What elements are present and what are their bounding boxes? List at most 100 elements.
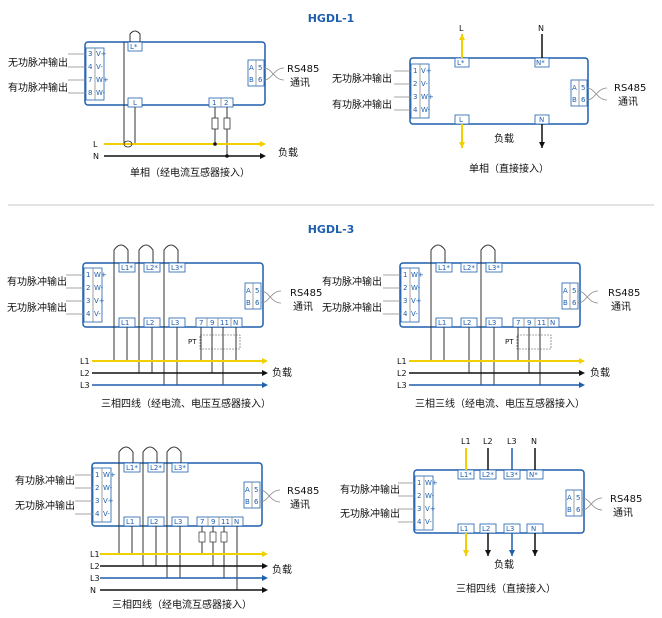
comm-label: 通讯 bbox=[290, 499, 310, 511]
terminal-label: N* bbox=[529, 471, 538, 479]
terminal-label: A bbox=[572, 84, 577, 92]
line-label: L bbox=[93, 140, 98, 149]
terminal-label: L3* bbox=[506, 471, 518, 479]
terminal-label: L3 bbox=[488, 319, 496, 327]
terminal-label: N bbox=[531, 525, 536, 533]
terminal-label: N bbox=[539, 116, 544, 124]
diagram-3-three-phase-four-wire-ct-pt: 1 2 3 4 W+ W- V+ V- 有功脉冲输出 无功脉冲输出 L1* L2… bbox=[7, 244, 322, 410]
diagram-caption: 三相四线（直接接入） bbox=[456, 582, 556, 595]
terminal-sub-label: W- bbox=[96, 89, 106, 97]
terminal-label: N* bbox=[536, 59, 545, 67]
terminal-label: 11 bbox=[221, 518, 230, 526]
terminal-label: 2 bbox=[95, 484, 99, 492]
terminal-label: 11 bbox=[220, 319, 229, 327]
terminal-sub-label: W- bbox=[421, 106, 431, 114]
terminal-label: L1* bbox=[460, 471, 472, 479]
terminal-sub-label: W+ bbox=[411, 271, 424, 279]
terminal-label: B bbox=[563, 299, 568, 307]
rs485-label: RS485 bbox=[287, 64, 319, 75]
terminal-sub-label: W+ bbox=[421, 93, 434, 101]
terminal-label: L1* bbox=[438, 264, 450, 272]
terminal-label: 3 bbox=[88, 50, 92, 58]
comm-label: 通讯 bbox=[293, 301, 313, 313]
terminal-label: L3 bbox=[506, 525, 514, 533]
terminal-sub-label: W+ bbox=[96, 76, 109, 84]
terminal-label: 2 bbox=[86, 284, 90, 292]
terminal-label: 6 bbox=[581, 96, 586, 104]
diagram-caption: 单相（经电流互感器接入） bbox=[130, 166, 250, 179]
line-label: L3 bbox=[90, 574, 100, 583]
terminal-label: 4 bbox=[417, 518, 422, 526]
pt-label: PT bbox=[188, 338, 197, 346]
line-label: L1 bbox=[461, 437, 471, 446]
line-label: L3 bbox=[507, 437, 517, 446]
rs485-label: RS485 bbox=[608, 288, 640, 299]
rs485-label: RS485 bbox=[290, 288, 322, 299]
terminal-label: 1 bbox=[95, 471, 99, 479]
terminal-label: N bbox=[550, 319, 555, 327]
active-pulse-output-label: 有功脉冲输出 bbox=[332, 98, 392, 111]
terminal-label: 3 bbox=[86, 297, 90, 305]
comm-label: 通讯 bbox=[618, 96, 638, 108]
terminal-label: 3 bbox=[403, 297, 407, 305]
terminal-label: B bbox=[249, 76, 254, 84]
terminal-label: L2* bbox=[482, 471, 494, 479]
terminal-sub-label: V+ bbox=[94, 297, 105, 305]
terminal-label: 9 bbox=[210, 319, 214, 327]
line-label: L bbox=[459, 24, 464, 33]
terminal-label: 3 bbox=[417, 505, 421, 513]
terminal-sub-label: V+ bbox=[411, 297, 422, 305]
terminal-label: B bbox=[245, 498, 250, 506]
terminal-label: 4 bbox=[413, 106, 418, 114]
title-hgdl3: HGDL-3 bbox=[308, 223, 355, 236]
terminal-label: 7 bbox=[88, 76, 92, 84]
terminal-label: L2 bbox=[150, 518, 158, 526]
terminal-label: B bbox=[567, 506, 572, 514]
terminal-label: L1 bbox=[438, 319, 446, 327]
terminal-label: 5 bbox=[576, 494, 580, 502]
terminal-label: 9 bbox=[211, 518, 215, 526]
terminal-label: L3 bbox=[171, 319, 179, 327]
diagram-caption: 三相三线（经电流、电压互感器接入） bbox=[415, 397, 585, 410]
terminal-label: L1* bbox=[121, 264, 133, 272]
terminal-label: 1 bbox=[86, 271, 90, 279]
terminal-sub-label: V+ bbox=[425, 505, 436, 513]
line-label: L2 bbox=[90, 562, 100, 571]
terminal-label: A bbox=[249, 64, 254, 72]
terminal-label: 6 bbox=[255, 299, 260, 307]
terminal-label: 2 bbox=[403, 284, 407, 292]
terminal-sub-label: V- bbox=[103, 510, 110, 518]
terminal-label: L* bbox=[130, 43, 138, 51]
terminal-sub-label: V- bbox=[94, 310, 101, 318]
reactive-pulse-output-label: 无功脉冲输出 bbox=[332, 72, 392, 85]
line-label: L3 bbox=[397, 381, 407, 390]
line-label: L1 bbox=[90, 550, 100, 559]
active-pulse-output-label: 有功脉冲输出 bbox=[15, 474, 75, 487]
terminal-label: 6 bbox=[572, 299, 577, 307]
load-label: 负载 bbox=[494, 132, 514, 145]
line-label: L3 bbox=[80, 381, 90, 390]
terminal-label: 1 bbox=[417, 479, 421, 487]
meter-box bbox=[84, 41, 266, 106]
line-label: L2 bbox=[483, 437, 493, 446]
terminal-label: N bbox=[234, 518, 239, 526]
terminal-sub-label: W- bbox=[103, 484, 113, 492]
terminal-sub-label: V+ bbox=[103, 497, 114, 505]
terminal-sub-label: W+ bbox=[103, 471, 116, 479]
terminal-label: 7 bbox=[200, 518, 204, 526]
reactive-pulse-output-label: 无功脉冲输出 bbox=[340, 507, 400, 520]
diagram-1-single-phase-ct: 3 4 7 8 V+ V- W+ W- 无功脉冲输出 有功脉冲输出 L* L 1… bbox=[8, 30, 319, 179]
terminal-label: 8 bbox=[88, 89, 92, 97]
terminal-sub-label: W+ bbox=[94, 271, 107, 279]
comm-label: 通讯 bbox=[290, 77, 310, 89]
terminal-label: N bbox=[233, 319, 238, 327]
diagram-2-single-phase-direct: 1 2 3 4 V+ V- W+ W- 无功脉冲输出 有功脉冲输出 L* N* … bbox=[332, 24, 646, 175]
terminal-label: 9 bbox=[527, 319, 531, 327]
terminal-label: L2* bbox=[463, 264, 475, 272]
terminal-label: 5 bbox=[572, 287, 576, 295]
terminal-sub-label: V+ bbox=[421, 67, 432, 75]
terminal-label: L3 bbox=[174, 518, 182, 526]
terminal-label: L bbox=[133, 99, 137, 107]
terminal-label: L3* bbox=[174, 464, 186, 472]
